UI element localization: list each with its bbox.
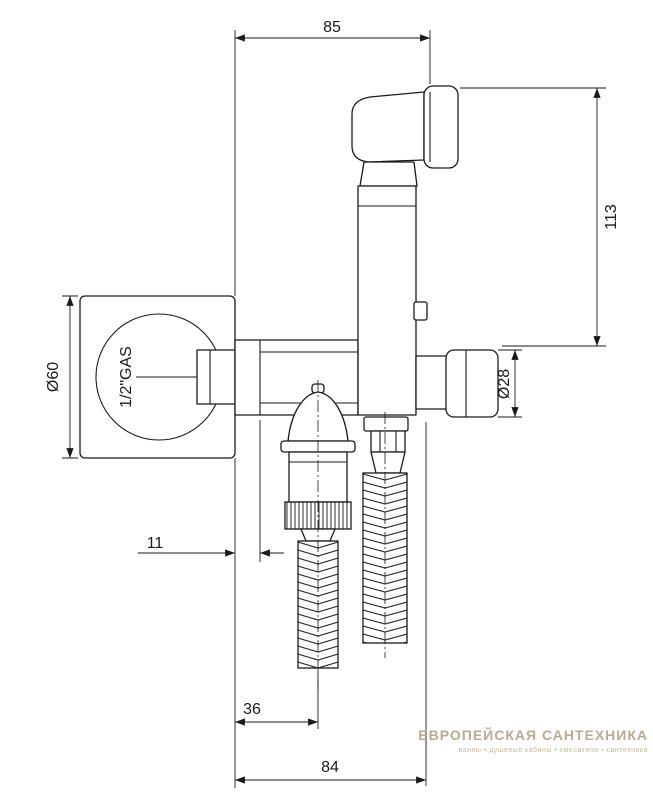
locknut [363, 416, 409, 432]
hex-nut-facets [379, 431, 397, 452]
dimension-top-85: 85 [234, 19, 431, 788]
wall-holder [415, 349, 499, 418]
watermark-subtitle: ванны • душевые кабины • смесители • сан… [459, 746, 648, 754]
handle-body [357, 185, 417, 416]
hose-taper-right [370, 451, 406, 474]
dimension-bottom-84: 84 [235, 422, 427, 786]
dimension-bottom-36: 36 [235, 671, 319, 729]
dim-label-36: 36 [243, 701, 261, 718]
dimensions: 85 113 Ø60 1/2"GAS Ø28 [45, 19, 620, 788]
dim-label-113: 113 [603, 204, 620, 230]
thread-callout: 1/2"GAS [118, 346, 197, 408]
supply-stub [196, 349, 236, 405]
dim-label-d60: Ø60 [45, 362, 62, 392]
holder-bracket [415, 355, 451, 410]
bidet-shower-fixture [79, 85, 499, 669]
shower-head [351, 85, 459, 187]
dimension-right-113: 113 [460, 87, 620, 347]
outlet-arm-body [234, 339, 359, 416]
shower-head-body [351, 91, 425, 163]
centerlines [317, 380, 386, 690]
dimension-holder-d28: Ø28 [496, 349, 522, 418]
trigger-button [413, 301, 428, 321]
hex-nut [370, 430, 406, 453]
right-hose-fitting [363, 416, 409, 474]
dim-label-d28: Ø28 [496, 369, 513, 399]
dim-label-11: 11 [147, 535, 164, 552]
dim-label-85: 85 [323, 19, 341, 36]
extension-lines-113 [460, 87, 606, 347]
dimension-plate-d60: Ø60 [45, 295, 78, 459]
valve-assembly [280, 383, 356, 542]
outlet-arm [234, 339, 359, 416]
extension-lines-85 [234, 30, 431, 788]
thread-label: 1/2"GAS [118, 346, 135, 408]
dim-label-84: 84 [321, 759, 339, 776]
head-neck [359, 161, 418, 187]
watermark-title: ЕВРОПЕЙСКАЯ САНТЕХНИКА [418, 726, 648, 743]
dimension-offset-11: 11 [138, 420, 284, 562]
holder-ring [445, 349, 499, 418]
spray-face [423, 85, 459, 169]
watermark: ЕВРОПЕЙСКАЯ САНТЕХНИКА ванны • душевые к… [418, 726, 648, 754]
handle [357, 185, 428, 416]
